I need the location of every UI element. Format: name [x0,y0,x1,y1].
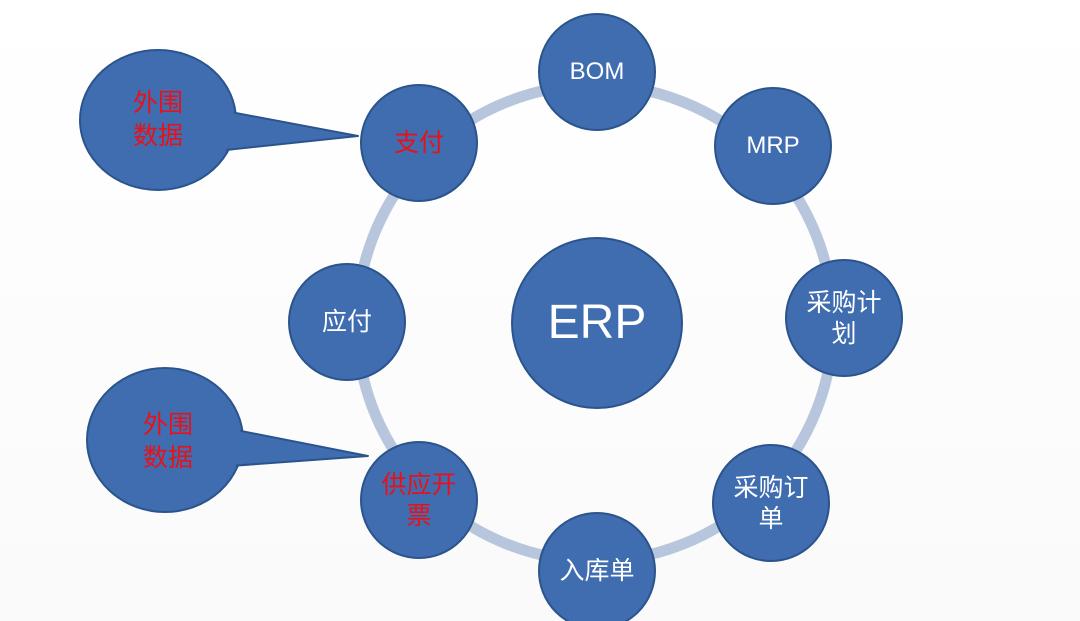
node-payable-label: 应付 [321,307,372,337]
node-payment-label: 支付 [393,128,444,158]
node-payable-circle [288,263,406,381]
callout-bottom-line2: 数据 [142,443,193,472]
node-purchase-plan-circle [785,259,903,377]
node-payment-circle [360,84,478,202]
node-receipt: 入库单 [538,513,656,621]
callout-top-label: 外围 数据 [108,86,208,152]
erp-center-text: ERP [547,296,647,349]
erp-center-circle [511,237,683,409]
node-supplier-invoice: 供应开 票 [362,442,476,558]
node-receipt-label: 入库单 [559,556,635,586]
node-supplier-invoice-circle [360,441,478,559]
callout-top-line2: 数据 [132,121,183,150]
node-purchase-plan-label-line2: 划 [831,319,857,348]
node-purchase-order-label-line1: 采购订 [733,472,809,502]
node-purchase-order-label-line2: 单 [758,504,784,533]
node-bom-label: BOM [569,58,625,85]
callout-bubble-bottom [86,367,369,513]
node-payment: 支付 [362,86,476,200]
node-purchase-plan-label-line1: 采购计 [806,287,882,317]
node-mrp-label: MRP [746,132,800,159]
node-receipt-circle [538,512,656,621]
node-bom-circle [538,13,656,131]
callout-top-line1: 外围 [132,88,183,117]
node-supplier-invoice-label-line2: 票 [406,501,432,530]
node-purchase-order: 采购订 单 [712,446,830,560]
node-mrp-circle [714,87,832,205]
callout-bottom-label: 外围 数据 [118,408,218,474]
callout-bubble-top [79,49,359,191]
node-supplier-invoice-label-line1: 供应开 [381,469,457,499]
node-mrp: MRP [714,88,832,204]
erp-center-label: ERP [512,238,682,408]
node-payable: 应付 [288,264,406,380]
node-bom: BOM [538,17,656,127]
node-purchase-order-circle [712,444,830,562]
callout-bottom-line1: 外围 [142,410,193,439]
node-purchase-plan: 采购计 划 [786,260,902,376]
